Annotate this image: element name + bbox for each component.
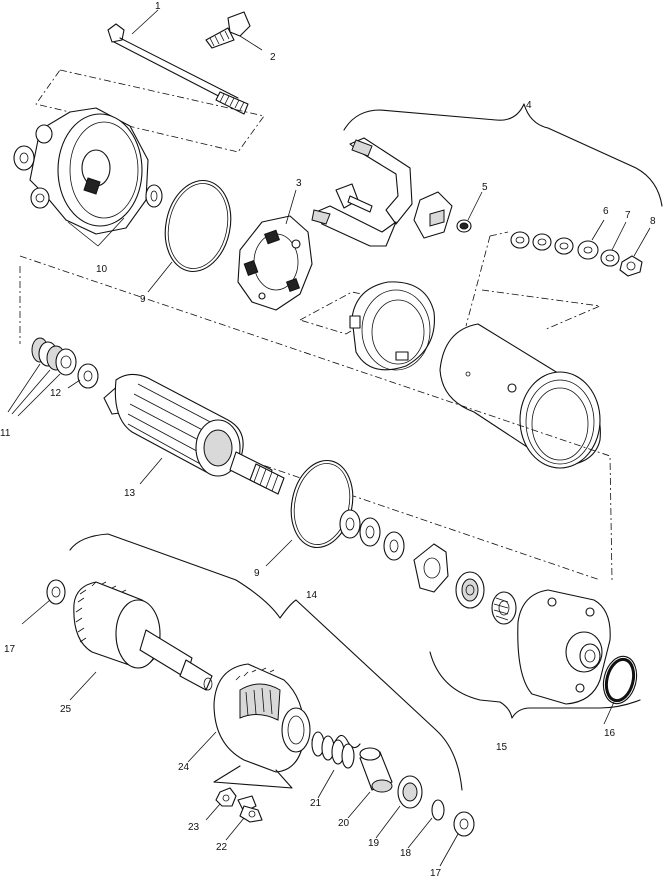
leader-23	[205, 803, 221, 821]
leader-10	[67, 217, 125, 247]
callout-9-lower: 9	[254, 568, 260, 579]
small-bolt	[205, 11, 251, 49]
rear-end-cap	[13, 107, 163, 235]
washer-17-upper	[46, 579, 66, 605]
nut-23	[215, 787, 237, 807]
callout-14: 14	[306, 590, 318, 601]
leader-19	[375, 805, 401, 839]
brush-holder-plate	[237, 215, 313, 311]
callout-24: 24	[178, 762, 190, 773]
leader-1	[131, 9, 159, 35]
terminal-insulator	[413, 191, 453, 239]
hardware-alignment-line	[465, 231, 509, 327]
brush-ring	[349, 281, 435, 371]
leader-17-lower	[439, 833, 459, 867]
assembly-axis-lower	[235, 455, 601, 581]
through-bolt	[107, 23, 249, 115]
callout-17-upper: 17	[4, 644, 16, 655]
assembly-axis-upper	[19, 255, 613, 581]
armature-washers	[339, 509, 405, 561]
leader-13	[139, 457, 163, 485]
drive-end-housing	[517, 589, 611, 705]
callout-23: 23	[188, 822, 200, 833]
callout-20: 20	[338, 818, 350, 829]
group-15-bracket	[429, 651, 641, 719]
callout-13: 13	[124, 488, 136, 499]
bearing-19	[397, 775, 423, 809]
thrust-washer-12	[77, 363, 99, 389]
callout-15: 15	[496, 742, 508, 753]
sleeve-20	[359, 747, 393, 793]
leader-18	[407, 817, 433, 849]
o-ring-upper	[164, 179, 232, 273]
leader-25	[69, 671, 97, 701]
spring-21	[311, 731, 361, 769]
housing-frame-line	[481, 289, 602, 331]
callout-9-upper: 9	[140, 294, 146, 305]
leader-11	[7, 363, 61, 417]
callout-21: 21	[310, 798, 322, 809]
leader-2	[239, 35, 263, 51]
stud-22	[237, 795, 263, 823]
armature-bearings	[31, 337, 77, 376]
callout-7: 7	[625, 210, 631, 221]
callout-5: 5	[482, 182, 488, 193]
callout-17-lower: 17	[430, 868, 442, 876]
o-ring-lower	[290, 459, 354, 549]
callout-11: 11	[0, 428, 11, 439]
callout-19: 19	[368, 838, 380, 849]
leader-22	[225, 817, 245, 841]
callout-1: 1	[155, 1, 161, 12]
leader-17-upper	[21, 599, 51, 625]
washer-17-lower	[453, 811, 475, 837]
callout-12: 12	[50, 388, 62, 399]
leader-21	[317, 769, 335, 799]
leader-16	[603, 701, 615, 725]
callout-22: 22	[216, 842, 228, 853]
bearing	[455, 571, 485, 609]
snap-ring-18	[431, 799, 445, 821]
callout-18: 18	[400, 848, 412, 859]
pinion-shaft-gear	[73, 581, 213, 691]
leader-3	[285, 189, 297, 225]
leader-6-7-8	[591, 219, 651, 257]
leader-24	[187, 731, 217, 763]
retainer-plate	[413, 543, 449, 593]
overrunning-clutch	[213, 663, 311, 773]
leader-9-upper	[147, 261, 173, 293]
group-4-bracket	[343, 103, 663, 207]
callout-3: 3	[296, 178, 302, 189]
leader-9-lower	[265, 539, 293, 567]
callout-25: 25	[60, 704, 72, 715]
leader-20	[347, 791, 371, 819]
terminal-hardware-row	[510, 231, 643, 277]
callout-8: 8	[650, 216, 656, 227]
motor-yoke-housing	[439, 323, 601, 469]
leader-12	[67, 379, 81, 389]
group-22-23-bracket	[213, 765, 293, 789]
brush-terminal-assembly	[311, 137, 413, 247]
group-14-bracket	[69, 533, 463, 791]
needle-bearing	[491, 591, 517, 625]
callout-2: 2	[270, 52, 276, 63]
callout-10: 10	[96, 264, 108, 275]
callout-16: 16	[604, 728, 616, 739]
leader-5	[467, 191, 483, 221]
callout-4: 4	[526, 100, 532, 111]
callout-6: 6	[603, 206, 609, 217]
armature	[103, 373, 285, 495]
end-cap-group-frame	[35, 69, 265, 153]
